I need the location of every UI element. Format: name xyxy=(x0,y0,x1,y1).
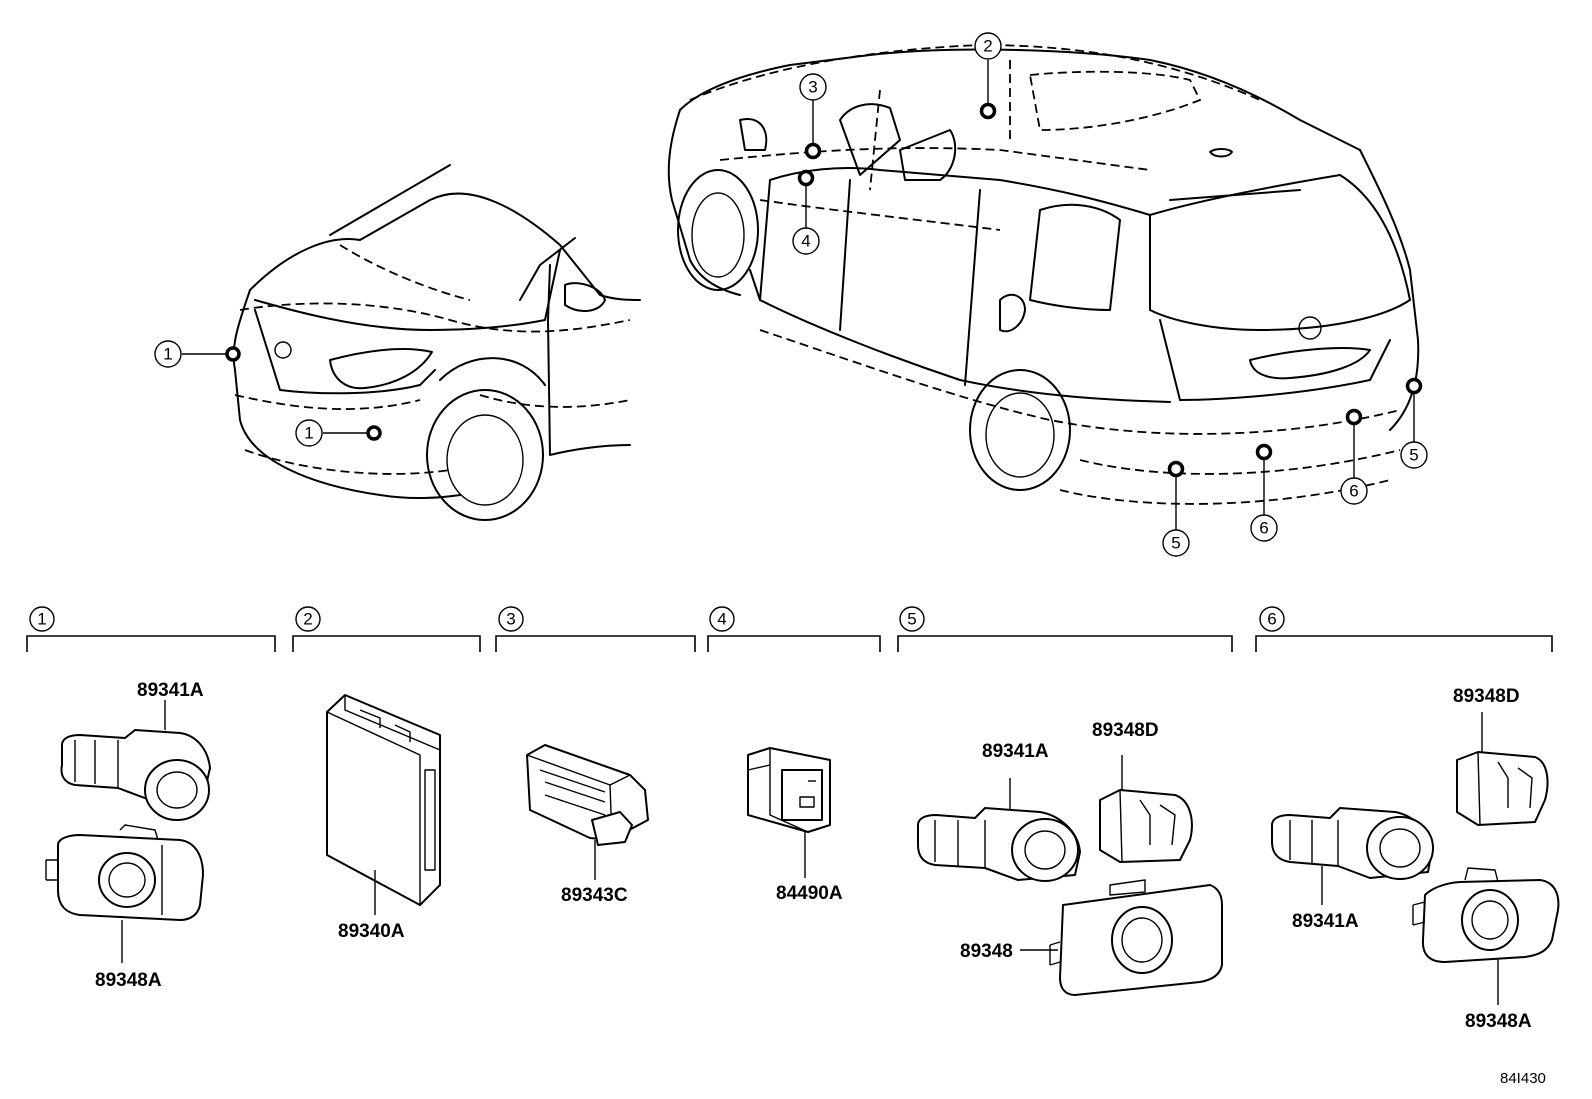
part-sensor-holder-89348D-group5: 89348D xyxy=(1092,720,1193,863)
group-header-2: 2 xyxy=(292,606,481,652)
drawing-code: 84I430 xyxy=(1500,1070,1546,1087)
callout-1-front-lower: 1 xyxy=(295,419,323,447)
svg-text:4: 4 xyxy=(801,232,810,251)
part-switch-84490A: 84490A xyxy=(747,747,843,904)
part-ultrasonic-sensor-89341A-group5: 89341A xyxy=(917,741,1081,882)
part-ultrasonic-sensor-89341A-group6: 89341A xyxy=(1271,807,1434,932)
svg-text:6: 6 xyxy=(1267,610,1276,629)
svg-text:1: 1 xyxy=(163,345,172,364)
callout-5-right: 5 xyxy=(1400,441,1428,469)
part-buzzer-89343C: 89343C xyxy=(526,744,649,906)
svg-text:4: 4 xyxy=(717,610,726,629)
svg-text:5: 5 xyxy=(907,610,916,629)
part-sensor-retainer-89348A-group6: 89348A xyxy=(1412,867,1560,1032)
svg-text:89348: 89348 xyxy=(960,941,1013,962)
part-sensor-retainer-89348A-group1: 89348A xyxy=(45,824,204,991)
svg-text:89348D: 89348D xyxy=(1092,720,1159,741)
callout-3: 3 xyxy=(799,73,827,101)
svg-text:2: 2 xyxy=(983,37,992,56)
svg-text:89343C: 89343C xyxy=(561,885,628,906)
svg-text:3: 3 xyxy=(506,610,515,629)
rear-vehicle-view: 2 3 4 5 6 6 5 xyxy=(667,32,1428,557)
callout-1-front-upper: 1 xyxy=(154,340,182,368)
part-ultrasonic-sensor-89341A-group1: 89341A xyxy=(60,680,211,821)
group-header-3: 3 xyxy=(495,606,696,652)
callout-6-left: 6 xyxy=(1250,514,1278,542)
svg-text:1: 1 xyxy=(304,424,313,443)
svg-text:89341A: 89341A xyxy=(137,680,204,701)
svg-text:2: 2 xyxy=(303,610,312,629)
svg-text:84490A: 84490A xyxy=(776,883,843,904)
svg-text:6: 6 xyxy=(1259,519,1268,538)
callout-5-left: 5 xyxy=(1162,529,1190,557)
svg-text:1: 1 xyxy=(37,610,46,629)
front-vehicle-view: 1 1 xyxy=(154,164,641,521)
part-sensor-holder-89348D-group6: 89348D xyxy=(1453,686,1549,826)
svg-text:89341A: 89341A xyxy=(1292,911,1359,932)
part-sensor-bezel-89348: 89348 xyxy=(960,879,1223,996)
svg-text:89348A: 89348A xyxy=(95,970,162,991)
svg-text:89341A: 89341A xyxy=(982,741,1049,762)
svg-text:6: 6 xyxy=(1349,482,1358,501)
group-header-5: 5 xyxy=(897,606,1233,652)
part-ecu-89340A: 89340A xyxy=(326,694,441,942)
svg-text:5: 5 xyxy=(1409,446,1418,465)
callout-2: 2 xyxy=(974,32,1002,60)
svg-text:89348D: 89348D xyxy=(1453,686,1520,707)
svg-text:5: 5 xyxy=(1171,534,1180,553)
group-header-6: 6 xyxy=(1255,606,1553,652)
callout-4: 4 xyxy=(792,227,820,255)
group-header-4: 4 xyxy=(707,606,881,652)
svg-text:89348A: 89348A xyxy=(1465,1011,1532,1032)
svg-text:3: 3 xyxy=(808,78,817,97)
callout-6-right: 6 xyxy=(1340,477,1368,505)
group-header-1: 1 xyxy=(26,606,276,652)
svg-text:89340A: 89340A xyxy=(338,921,405,942)
